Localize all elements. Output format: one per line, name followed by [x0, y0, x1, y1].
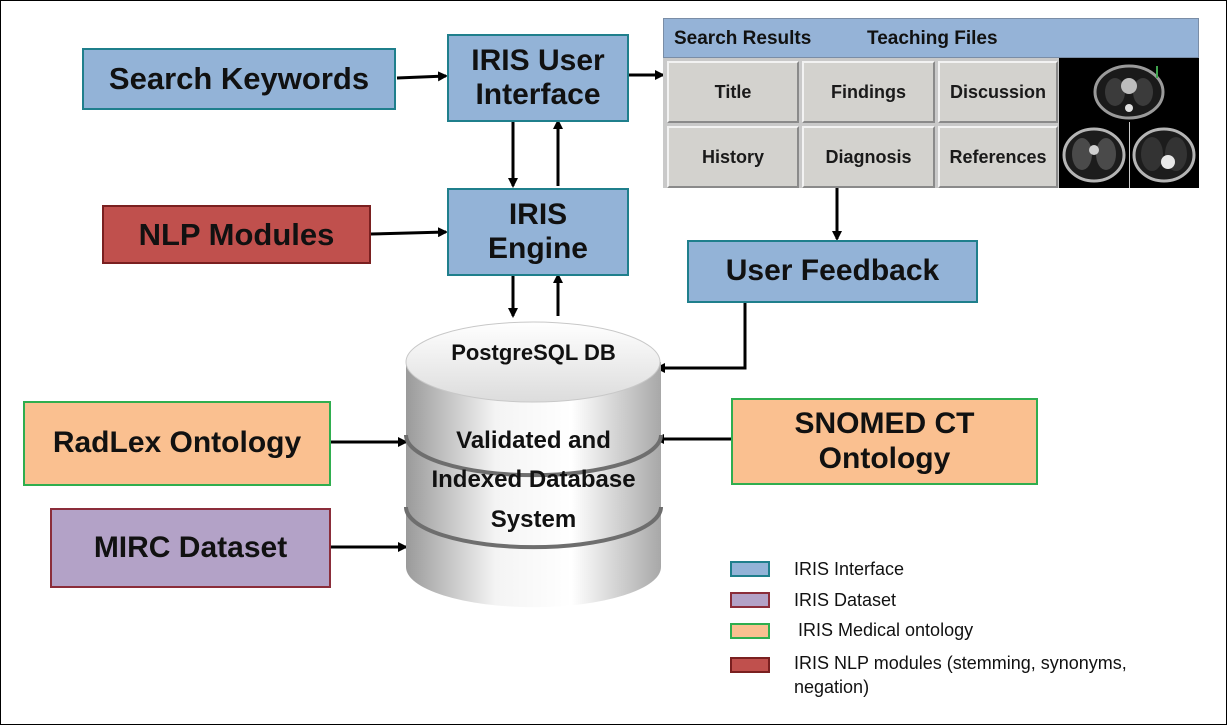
arrow-nlp-to-engine: [370, 227, 448, 238]
ct-scan-image-right: [1130, 122, 1199, 188]
ct-scan-image-left: [1059, 122, 1129, 188]
user-feedback-box: User Feedback: [687, 240, 978, 303]
search-keywords-box: Search Keywords: [82, 48, 396, 110]
search-results-panel: Search Results Teaching Files Title Find…: [663, 18, 1199, 188]
mirc-dataset-box: MIRC Dataset: [50, 508, 331, 588]
legend-label-ontology: IRIS Medical ontology: [798, 620, 974, 640]
db-description-line1: Validated and: [456, 427, 611, 454]
iris-user-interface-box: IRIS User Interface: [447, 34, 629, 122]
legend-label-nlp: IRIS NLP modules (stemming, synonyms, ne…: [794, 651, 1127, 700]
db-title: PostgreSQL DB: [451, 340, 616, 365]
legend-swatch-interface: [730, 561, 770, 577]
legend-label-dataset: IRIS Dataset: [794, 590, 897, 610]
db-description-line3: System: [490, 506, 577, 533]
result-cell-title: Title: [667, 61, 799, 123]
db-description-line2: Indexed Database: [431, 466, 636, 493]
result-cell-findings: Findings: [802, 61, 935, 123]
nlp-modules-label: NLP Modules: [138, 216, 335, 252]
iris-engine-box: IRIS Engine: [447, 188, 629, 276]
iris-engine-label-line1: IRIS: [508, 197, 568, 231]
results-panel-header: Search Results Teaching Files: [663, 18, 1199, 58]
nlp-modules-box: NLP Modules: [102, 205, 371, 264]
radlex-ontology-label: RadLex Ontology: [52, 426, 302, 460]
legend-label-interface: IRIS Interface: [794, 559, 905, 579]
legend-swatch-dataset: [730, 592, 770, 608]
mirc-dataset-label: MIRC Dataset: [93, 530, 288, 564]
result-cell-discussion: Discussion: [938, 61, 1058, 123]
search-keywords-label: Search Keywords: [108, 61, 370, 97]
tab-teaching-files: Teaching Files: [867, 28, 998, 49]
legend-swatch-ontology: [730, 623, 770, 639]
result-cell-diagnosis: Diagnosis: [802, 126, 935, 188]
radlex-ontology-box: RadLex Ontology: [23, 401, 331, 486]
ct-scan-image-top: [1059, 58, 1199, 122]
database-cylinder: [404, 321, 663, 608]
arrow-keywords-to-ui: [396, 71, 448, 82]
iris-ui-label-line2: Interface: [475, 78, 601, 111]
legend-swatch-nlp: [730, 657, 770, 673]
iris-engine-label-line2: Engine: [487, 232, 588, 265]
legend-label-nlp-line1: IRIS NLP modules (stemming, synonyms,: [794, 653, 1127, 673]
snomed-label-line1: SNOMED CT: [794, 407, 975, 440]
snomed-ct-ontology-box: SNOMED CT Ontology: [731, 398, 1038, 485]
arrow-feedback-to-db: [655, 303, 747, 373]
tab-search-results: Search Results: [674, 28, 812, 49]
result-cell-references: References: [938, 126, 1058, 188]
result-cell-history: History: [667, 126, 799, 188]
iris-ui-label-line1: IRIS User: [471, 43, 605, 77]
snomed-label-line2: Ontology: [818, 441, 951, 475]
legend-label-nlp-line2: negation): [794, 677, 870, 698]
user-feedback-label: User Feedback: [725, 254, 940, 288]
